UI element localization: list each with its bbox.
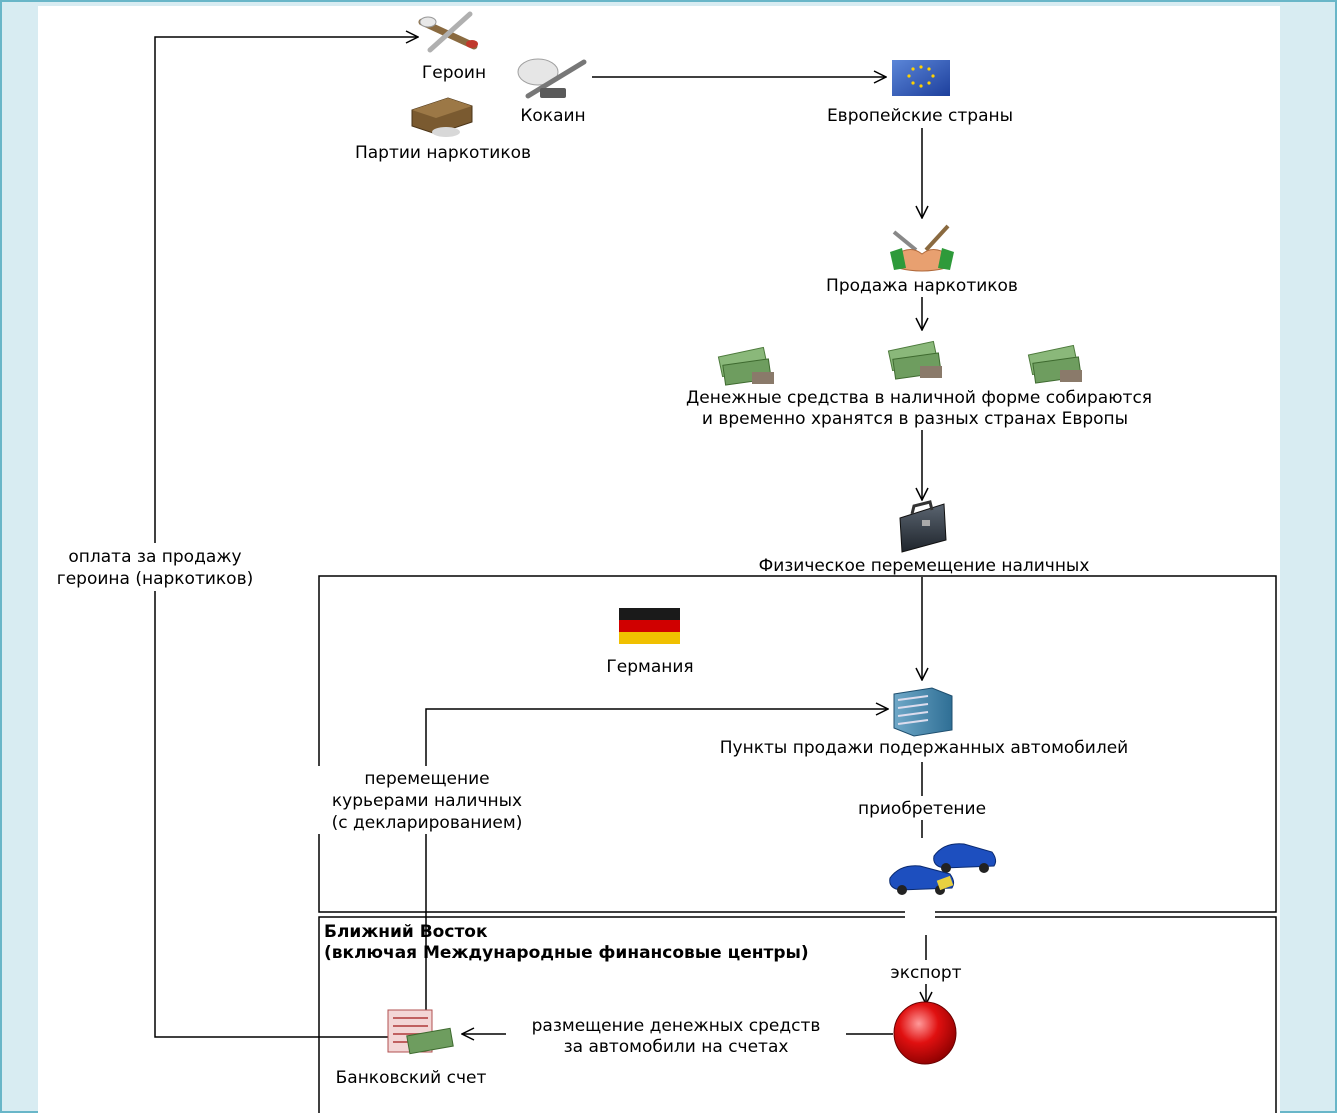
node-label-european-countries: Европейские страны <box>826 106 1014 126</box>
node-label-drug-batches: Партии наркотиков <box>354 143 532 163</box>
payment-loop-arrow <box>154 37 418 1038</box>
cocaine-icon <box>517 58 587 99</box>
edge-label-placement-line1: размещение денежных средств <box>531 1016 821 1036</box>
cars-icon <box>889 843 997 895</box>
node-label-cocaine: Кокаин <box>520 106 586 126</box>
couriers-arrow <box>425 709 888 1010</box>
node-label-drug-sales: Продажа наркотиков <box>826 276 1018 296</box>
drug-batches-icon <box>411 97 473 137</box>
handshake-icon <box>890 224 954 272</box>
eu-flag-icon <box>892 60 950 96</box>
node-label-used-car-dealers: Пункты продажи подержанных автомобилей <box>719 738 1129 758</box>
cash-icon <box>1027 344 1082 384</box>
building-icon <box>893 687 953 737</box>
edge-label-purchase: приобретение <box>857 799 987 819</box>
region-label-middle-east-line2: (включая Международные финансовые центры… <box>324 943 809 963</box>
node-label-cash-line1: Денежные средства в наличной форме собир… <box>685 388 1153 408</box>
briefcase-icon <box>899 500 947 553</box>
edge-label-couriers-line2: курьерами наличных <box>331 791 523 811</box>
cash-icon <box>717 346 774 386</box>
edge-label-couriers-line3: (с декларированием) <box>331 813 523 833</box>
germany-region-box <box>318 575 1277 913</box>
germany-flag-icon <box>619 608 680 644</box>
node-label-cash-line2: и временно хранятся в разных странах Евр… <box>701 409 1129 429</box>
region-label-middle-east-line1: Ближний Восток <box>324 922 488 942</box>
node-label-physical-movement: Физическое перемещение наличных <box>758 556 1090 576</box>
node-label-bank-account: Банковский счет <box>335 1068 487 1088</box>
bank-account-icon <box>387 1009 454 1055</box>
red-ball-icon <box>893 1001 957 1065</box>
edge-label-couriers-line1: перемещение <box>364 769 490 789</box>
edge-label-export: экспорт <box>890 963 962 983</box>
edge-label-payment-line1: оплата за продажу <box>68 547 242 567</box>
edge-label-placement-line2: за автомобили на счетах <box>563 1037 789 1057</box>
node-label-germany: Германия <box>606 657 694 677</box>
node-label-heroin: Героин <box>421 63 487 83</box>
cash-icon <box>887 340 942 380</box>
middle-east-region-box <box>318 916 1277 1113</box>
edge-label-payment-line2: героина (наркотиков) <box>56 569 254 589</box>
heroin-icon <box>418 11 478 53</box>
